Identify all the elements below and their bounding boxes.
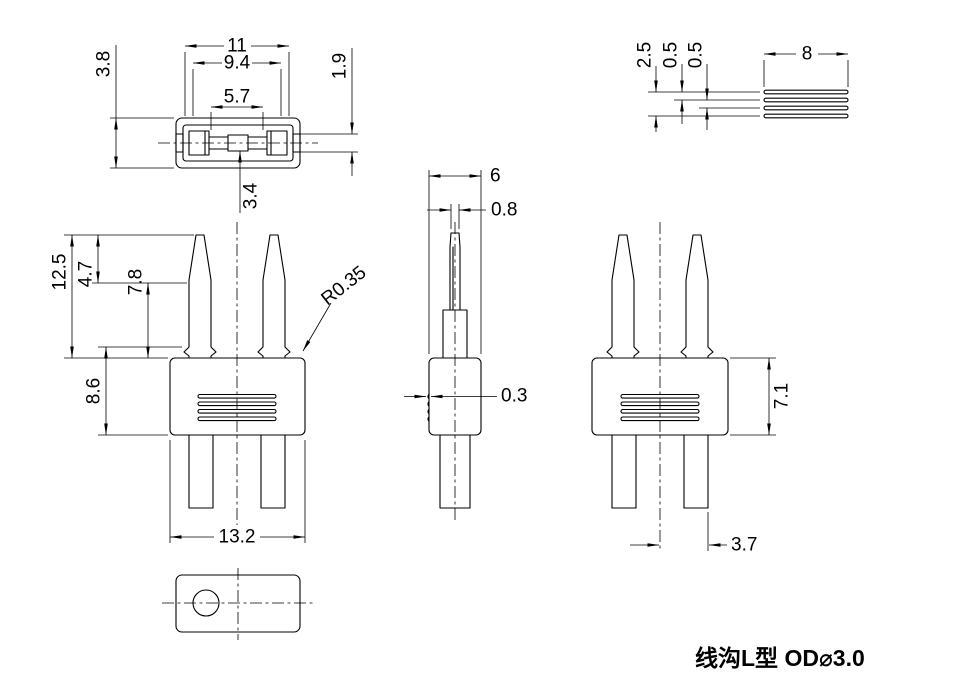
front-view-dimensions: 12.5 4.7 7.8 8.6 R0.35 13.2 [50, 234, 371, 548]
dim-corner-radius: R0.35 [318, 262, 371, 310]
dim-leg-offset: 3.7 [731, 535, 757, 556]
side-view-dimensions: 6 0.8 0.3 [404, 166, 527, 407]
dim-groove-pitch-a: 0.5 [661, 42, 682, 68]
groove-detail-dimensions: 8 2.5 0.5 0.5 [635, 42, 849, 132]
dim-body-height-right: 7.1 [772, 383, 793, 409]
dim-groove-length: 8 [802, 44, 813, 65]
dim-pin-thickness: 0.8 [491, 200, 517, 221]
dim-top-width-outer: 11 [227, 36, 247, 57]
dim-groove-depth: 0.3 [501, 386, 527, 407]
front-view-outline [169, 234, 306, 509]
front-view: 12.5 4.7 7.8 8.6 R0.35 13.2 [50, 222, 371, 548]
dim-top-width-mid: 9.4 [224, 53, 251, 74]
right-view-dimensions: 7.1 3.7 [630, 357, 793, 556]
top-view-dimensions: 11 9.4 5.7 3.8 1.9 3.4 [94, 36, 358, 213]
dim-top-depth: 3.4 [241, 182, 262, 209]
dim-top-height: 3.8 [94, 51, 115, 77]
dim-body-depth: 6 [490, 166, 501, 187]
dim-body-height-front: 8.6 [84, 378, 105, 404]
top-view-outline [175, 117, 301, 169]
dim-top-width-slot: 5.7 [224, 87, 250, 108]
side-view: 6 0.8 0.3 [404, 166, 527, 520]
dim-groove-pitch-b: 0.5 [686, 42, 707, 68]
dim-groove-overall: 2.5 [635, 42, 656, 68]
side-view-outline [427, 232, 482, 509]
right-view: 7.1 3.7 [591, 222, 793, 556]
dim-pin-length: 12.5 [50, 254, 71, 291]
top-view: 11 9.4 5.7 3.8 1.9 3.4 [94, 36, 358, 213]
dim-body-width: 13.2 [219, 527, 256, 548]
dim-top-tab: 1.9 [330, 53, 351, 79]
bottom-view [162, 568, 314, 640]
groove-lines [763, 89, 849, 119]
dim-pin-tip: 4.7 [76, 261, 97, 287]
dim-pin-shank: 7.8 [126, 269, 147, 295]
drawing-title: 线沟L型 OD⌀3.0 [695, 645, 865, 671]
groove-detail-view: 8 2.5 0.5 0.5 [635, 42, 849, 132]
